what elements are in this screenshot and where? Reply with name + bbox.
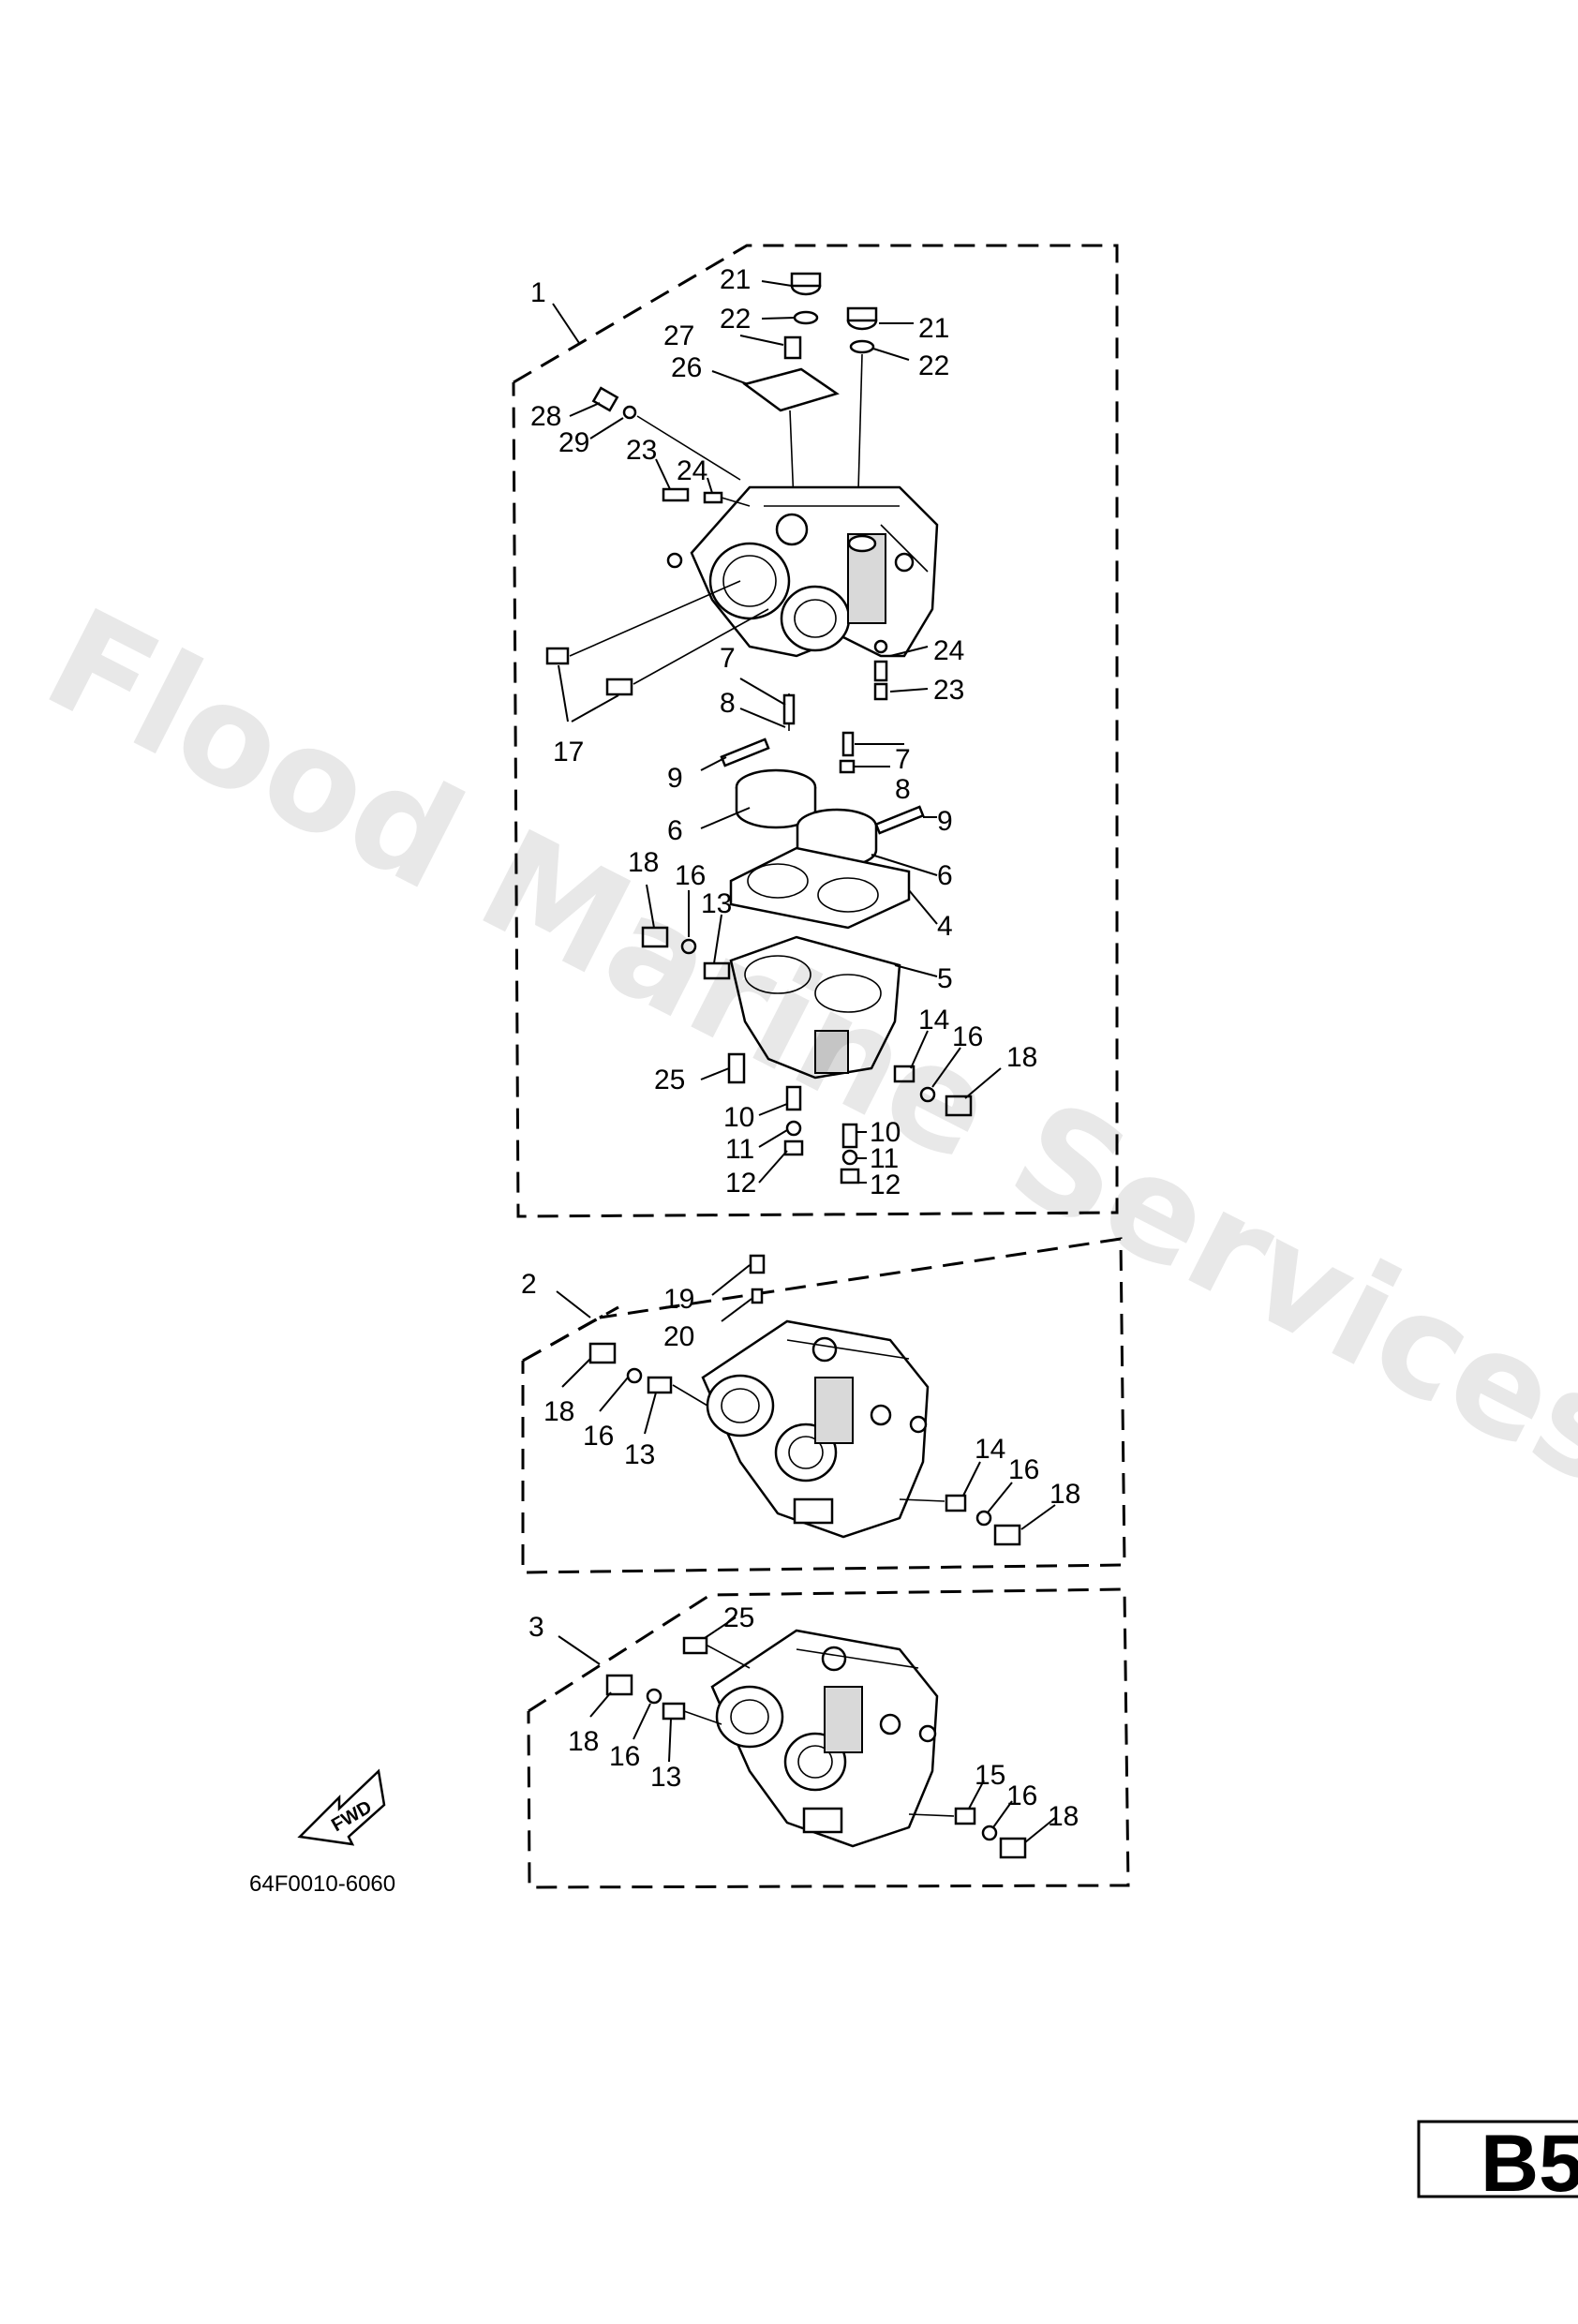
callout-7: 7 <box>720 643 736 674</box>
callout-7: 7 <box>895 744 911 775</box>
callout-18: 18 <box>1006 1042 1037 1073</box>
callout-12: 12 <box>725 1168 756 1199</box>
callout-10: 10 <box>870 1117 901 1148</box>
callout-21: 21 <box>720 264 751 295</box>
callout-18: 18 <box>568 1726 599 1757</box>
callout-16: 16 <box>1006 1780 1037 1811</box>
assembly-group-3: 3 25 18 16 13 15 16 18 <box>527 1587 1130 1889</box>
callout-24: 24 <box>933 635 964 666</box>
group-1-dashed-border <box>512 244 1119 1218</box>
callout-1: 1 <box>530 277 546 308</box>
callout-8: 8 <box>720 688 736 719</box>
callout-22: 22 <box>720 304 751 335</box>
callout-20: 20 <box>663 1321 694 1352</box>
callout-24: 24 <box>677 455 707 486</box>
callout-18: 18 <box>1048 1801 1079 1832</box>
callout-13: 13 <box>650 1762 681 1793</box>
callout-16: 16 <box>1008 1454 1039 1485</box>
callout-17: 17 <box>553 737 584 767</box>
callout-13: 13 <box>624 1439 655 1470</box>
callout-19: 19 <box>663 1284 694 1315</box>
callout-9: 9 <box>667 763 683 794</box>
callout-27: 27 <box>663 320 694 351</box>
callout-23: 23 <box>626 435 657 466</box>
callout-21: 21 <box>918 313 949 344</box>
callout-16: 16 <box>952 1021 983 1052</box>
callout-4: 4 <box>937 911 953 942</box>
callout-9: 9 <box>937 806 953 837</box>
group-3-dashed-border <box>527 1587 1130 1889</box>
callout-14: 14 <box>975 1434 1005 1465</box>
callout-18: 18 <box>628 847 659 878</box>
drawing-code: 64F0010-6060 <box>249 1871 395 1897</box>
callout-28: 28 <box>530 401 561 432</box>
callout-11: 11 <box>870 1143 899 1174</box>
callout-10: 10 <box>723 1102 754 1133</box>
callout-23: 23 <box>933 675 964 706</box>
callout-16: 16 <box>609 1741 640 1772</box>
callout-25: 25 <box>723 1602 754 1633</box>
page-tag: B5 <box>1481 2119 1578 2209</box>
callout-16: 16 <box>583 1421 614 1452</box>
callout-26: 26 <box>671 352 702 383</box>
callout-29: 29 <box>558 427 589 458</box>
callout-12: 12 <box>870 1169 901 1200</box>
callout-25: 25 <box>654 1065 685 1095</box>
callout-5: 5 <box>937 963 953 994</box>
callout-2: 2 <box>521 1269 537 1300</box>
callout-18: 18 <box>543 1396 574 1427</box>
callout-18: 18 <box>1050 1479 1080 1510</box>
callout-6: 6 <box>667 815 683 846</box>
group-2-dashed-border <box>521 1237 1126 1574</box>
callout-11: 11 <box>725 1134 754 1165</box>
callout-13: 13 <box>701 888 732 919</box>
fwd-arrow-icon: FWD <box>297 1768 386 1846</box>
callout-6: 6 <box>937 860 953 891</box>
page-tag-box <box>1417 2120 1578 2198</box>
callout-15: 15 <box>975 1760 1005 1791</box>
callout-3: 3 <box>528 1612 544 1643</box>
callout-22: 22 <box>918 350 949 381</box>
callout-8: 8 <box>895 774 911 805</box>
assembly-group-2: 2 19 20 18 16 13 14 16 <box>521 1237 1126 1574</box>
callout-16: 16 <box>675 860 706 891</box>
callout-14: 14 <box>918 1005 949 1035</box>
assembly-group-1: 1 <box>512 244 1119 1218</box>
